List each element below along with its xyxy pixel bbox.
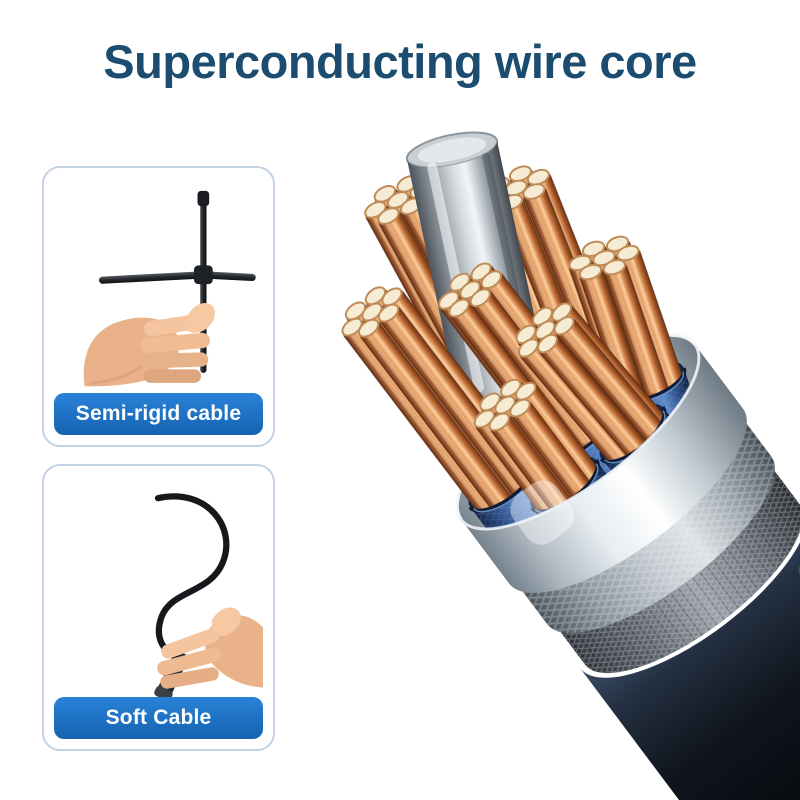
semi-rigid-cable-label: Semi-rigid cable xyxy=(54,393,263,435)
soft-cable-label: Soft Cable xyxy=(54,697,263,739)
hand-holding-soft-cable-icon xyxy=(154,493,263,697)
panel-semi-rigid: Semi-rigid cable xyxy=(42,166,275,447)
panel-soft-cable: Soft Cable xyxy=(42,464,275,751)
side-panels: Semi-rigid cable Soft Cable xyxy=(42,166,275,751)
soft-cable-illustration xyxy=(54,476,263,697)
page-title: Superconducting wire core xyxy=(103,35,697,88)
semi-rigid-cable-illustration xyxy=(54,178,263,393)
hand-holding-semi-rigid-cable-icon xyxy=(83,190,256,387)
